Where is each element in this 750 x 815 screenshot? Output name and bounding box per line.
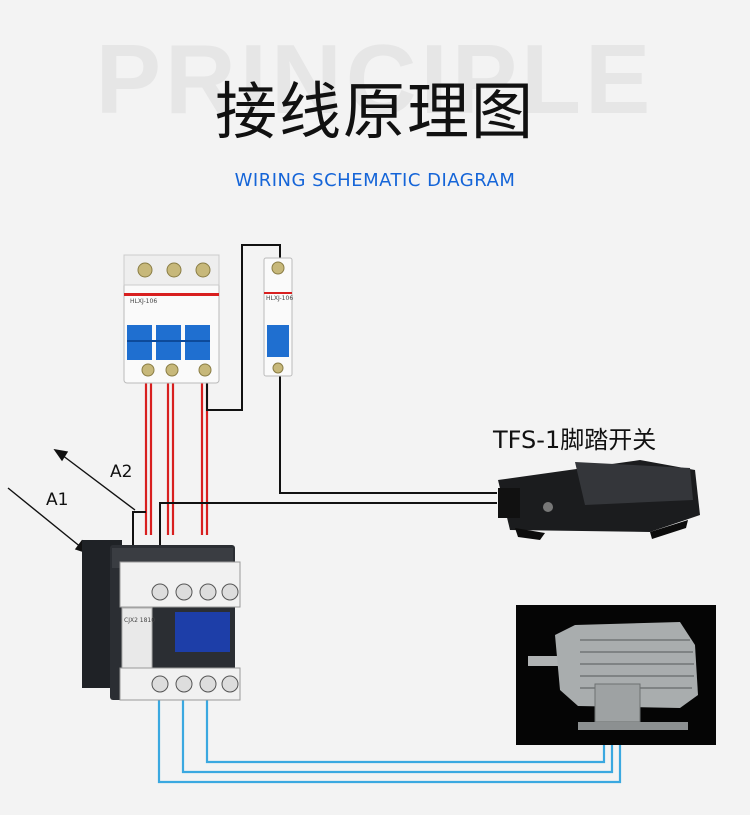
arrow-a2-head xyxy=(53,449,69,462)
black-wire-breaker-to-switch xyxy=(279,375,497,494)
single-pole-breaker: HLXJ-106 xyxy=(263,257,293,377)
breaker-handles xyxy=(127,325,210,360)
black-wires xyxy=(132,244,497,560)
breaker-3p-model-text: HLXJ-106 xyxy=(130,298,157,305)
background-watermark-word: PRINCIPLE xyxy=(95,24,655,134)
blue-wires xyxy=(157,700,622,784)
contactor: CJX2 1810 xyxy=(82,540,241,701)
breaker-1p-model-text: HLXJ-106 xyxy=(266,295,293,302)
contactor-blue-block xyxy=(175,612,230,652)
blue-wire-t3 xyxy=(205,700,606,764)
black-wire-switch-to-coil xyxy=(159,502,497,560)
breaker-red-stripe xyxy=(124,293,219,296)
label-a1: A1 xyxy=(46,490,69,510)
contactor-top-terminals xyxy=(151,583,239,601)
black-wire-to-1p-breaker xyxy=(206,244,281,411)
red-wire-l1 xyxy=(144,372,153,535)
blue-wire-t1 xyxy=(157,700,622,784)
black-wire-coil-a1 xyxy=(132,511,146,560)
breaker-bottom-terminals xyxy=(141,363,212,377)
arrow-a2 xyxy=(57,451,136,511)
blue-wire-t2 xyxy=(181,700,614,774)
arrow-a1 xyxy=(7,487,83,549)
page-title: 接线原理图 xyxy=(214,75,535,148)
page-subtitle: WIRING SCHEMATIC DIAGRAM xyxy=(234,170,516,191)
foot-switch xyxy=(498,460,700,540)
red-wires xyxy=(144,372,209,535)
breaker-top-terminals xyxy=(137,262,211,278)
three-pole-breaker: HLXJ-106 xyxy=(123,254,220,384)
motor-image xyxy=(516,605,716,745)
label-a2: A2 xyxy=(110,462,133,482)
foot-switch-label: TFS-1脚踏开关 xyxy=(493,426,657,454)
contactor-bottom-terminals xyxy=(151,675,239,693)
red-wire-l2 xyxy=(166,372,175,535)
contactor-model-text: CJX2 1810 xyxy=(124,617,155,624)
